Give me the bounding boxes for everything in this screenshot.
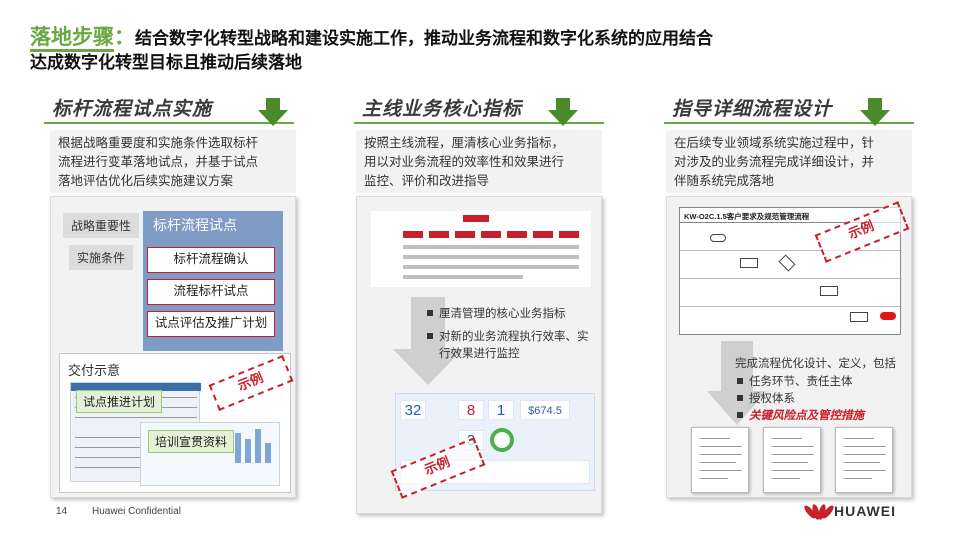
design-bullets: 任务环节、责任主体 授权体系 关键风险点及管控措施 — [735, 373, 907, 424]
design-bullet-2: 授权体系 — [735, 390, 907, 407]
brand-name: HUAWEI — [834, 503, 896, 519]
process-doc-thumbnail — [763, 427, 821, 493]
step-benchmark-confirm: 标杆流程确认 — [147, 247, 275, 273]
column-3-heading: 指导详细流程设计 — [664, 92, 914, 128]
column-1-heading: 标杆流程试点实施 — [44, 92, 294, 128]
heading-underline — [354, 122, 604, 124]
tag-implementation-conditions: 实施条件 — [69, 245, 134, 270]
design-bullet-3: 关键风险点及管控措施 — [735, 407, 907, 424]
column-1-heading-text: 标杆流程试点实施 — [52, 98, 213, 120]
kpi-bullet-2: 对新的业务流程执行效率、实行效果进行监控 — [425, 328, 595, 362]
heading-underline — [44, 122, 294, 124]
design-bullet-1: 任务环节、责任主体 — [735, 373, 907, 390]
column-2-description: 按照主线流程，厘清核心业务指标， 用以对业务流程的效率性和效果进行 监控、评价和… — [356, 130, 602, 193]
title-line2: 达成数字化转型目标且推动后续落地 — [30, 53, 302, 73]
kpi-panel: 厘清管理的核心业务指标 对新的业务流程执行效率、实行效果进行监控 32 8 1 … — [356, 196, 602, 514]
column-2-heading-text: 主线业务核心指标 — [362, 98, 523, 120]
process-design-panel: KW-O2C.1.5客户要求及规范管理流程 示例 完成流程优化设计、定义，包括 … — [666, 196, 912, 498]
gray-down-arrow-icon — [393, 297, 463, 385]
title-colon: ： — [114, 24, 135, 49]
pilot-panel: 战略重要性 实施条件 标杆流程试点 标杆流程确认 流程标杆试点 试点评估及推广计… — [50, 196, 296, 498]
column-2-heading: 主线业务核心指标 — [354, 92, 604, 128]
confidential-label: Huawei Confidential — [92, 506, 181, 517]
column-3-heading-text: 指导详细流程设计 — [672, 98, 833, 120]
dashboard-thumbnail: 32 8 1 $674.5 3 — [395, 393, 595, 491]
title-highlight: 落地步骤 — [30, 26, 114, 52]
title-line1: 结合数字化转型战略和建设实施工作，推动业务流程和数字化系统的应用结合 — [135, 29, 713, 49]
page-title: 落地步骤：结合数字化转型战略和建设实施工作，推动业务流程和数字化系统的应用结合 … — [30, 26, 930, 74]
tag-strategic-importance: 战略重要性 — [63, 213, 140, 238]
down-arrow-icon — [258, 98, 288, 126]
deliverable-sample: 交付示意 试点推进计划 培训宣贯资料 — [59, 353, 291, 493]
process-doc-thumbnail — [835, 427, 893, 493]
deliverable-title: 交付示意 — [68, 364, 121, 379]
down-arrow-icon — [860, 98, 890, 126]
kpi-bullet-1: 厘清管理的核心业务指标 — [425, 305, 595, 322]
process-map-thumbnail — [371, 211, 591, 287]
kpi-bullets: 厘清管理的核心业务指标 对新的业务流程执行效率、实行效果进行监控 — [425, 305, 595, 368]
down-arrow-icon — [548, 98, 578, 126]
training-material-label: 培训宣贯资料 — [148, 430, 235, 453]
step-pilot-evaluation: 试点评估及推广计划 — [147, 311, 275, 337]
gauge-icon — [490, 428, 514, 452]
flowchart-title: KW-O2C.1.5客户要求及规范管理流程 — [684, 212, 810, 221]
design-lead-text: 完成流程优化设计、定义，包括 — [735, 356, 896, 370]
pilot-plan-label: 试点推进计划 — [76, 390, 163, 413]
column-1-description: 根据战略重要度和实施条件选取标杆 流程进行变革落地试点，并基于试点 落地评估优化… — [50, 130, 296, 193]
step-benchmark-pilot: 流程标杆试点 — [147, 279, 275, 305]
huawei-logo-icon — [804, 504, 834, 520]
process-doc-thumbnail — [691, 427, 749, 493]
column-3-description: 在后续专业领域系统实施过程中，针 对涉及的业务流程完成详细设计，并 伴随系统完成… — [666, 130, 912, 193]
heading-underline — [664, 122, 914, 124]
page-number: 14 — [56, 506, 68, 517]
